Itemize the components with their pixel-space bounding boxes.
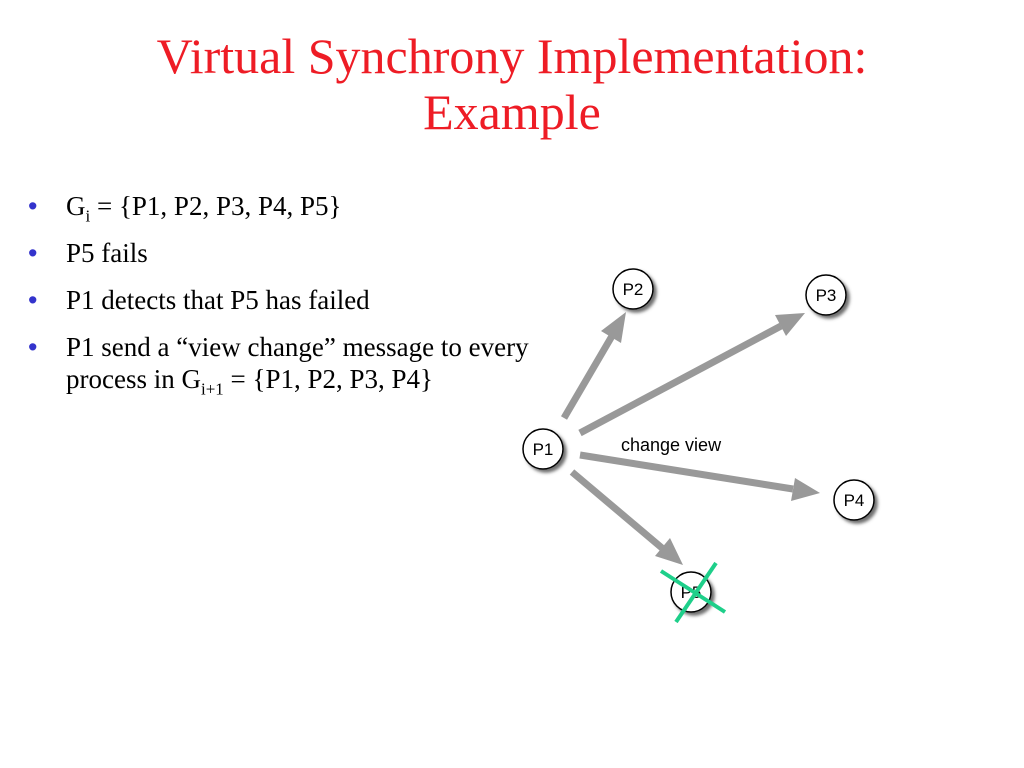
bullet-item: • P5 fails [28, 237, 568, 269]
node-p1: P1 [522, 428, 564, 470]
edge-label-change-view: change view [621, 435, 722, 455]
node-label-p1: P1 [533, 440, 554, 459]
title-line-1: Virtual Synchrony Implementation: [156, 28, 868, 84]
bullet-dot-icon: • [28, 285, 38, 315]
bullet-text-post: = {P1, P2, P3, P4} [223, 364, 434, 394]
node-label-p3: P3 [816, 286, 837, 305]
bullet-subscript: i [85, 206, 91, 226]
bullet-item: • Gi = {P1, P2, P3, P4, P5} [28, 190, 568, 226]
bullet-text-post: = {P1, P2, P3, P4, P5} [90, 191, 342, 221]
node-p4: P4 [833, 479, 875, 521]
bullet-text-pre: G [66, 191, 86, 221]
failure-cross-icon [659, 561, 727, 624]
bullet-dot-icon: • [28, 191, 38, 221]
bullet-item: • P1 send a “view change” message to ever… [28, 331, 552, 399]
arrow-p1-p3 [578, 313, 805, 437]
node-p2: P2 [612, 268, 654, 310]
bullet-text: P5 fails [66, 238, 148, 268]
bullet-dot-icon: • [28, 332, 38, 362]
node-label-p2: P2 [623, 280, 644, 299]
arrow-p1-p4 [579, 451, 820, 501]
bullet-text-pre: P1 send a “view change” message to every… [66, 332, 529, 394]
bullet-list: • Gi = {P1, P2, P3, P4, P5} • P5 fails • P1… [28, 190, 568, 410]
node-p3: P3 [805, 274, 847, 316]
arrow-p1-p5 [569, 469, 683, 565]
bullet-text: P1 detects that P5 has failed [66, 285, 370, 315]
bullet-subscript: i+1 [200, 379, 224, 399]
title-line-2: Example [423, 84, 601, 140]
slide-title: Virtual Synchrony Implementation: Exampl… [0, 28, 1024, 140]
bullet-dot-icon: • [28, 238, 38, 268]
node-label-p4: P4 [844, 491, 865, 510]
arrow-p1-p2 [560, 312, 626, 420]
bullet-item: • P1 detects that P5 has failed [28, 284, 568, 316]
